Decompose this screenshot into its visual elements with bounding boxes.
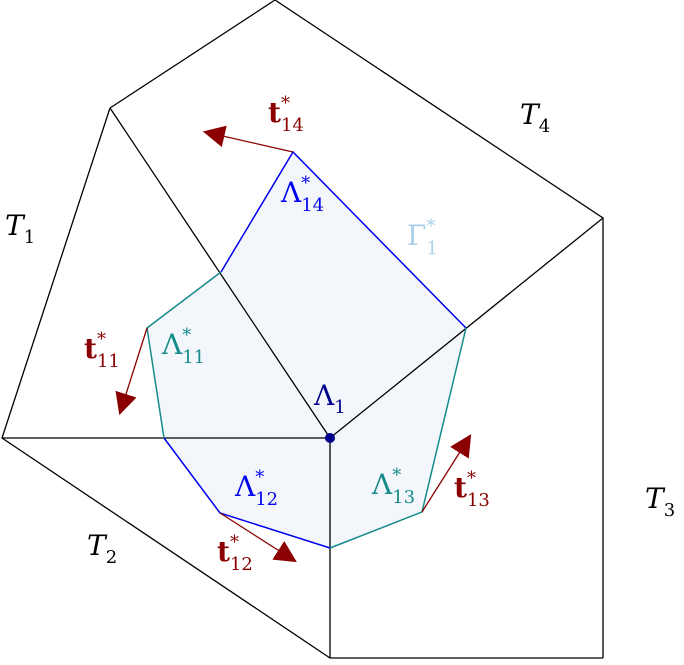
label-T2: T2 [87,529,117,568]
vector-t13-arrow [421,434,472,513]
label-T1: T1 [5,209,35,248]
vector-t14-arrow [202,125,294,153]
label-lambda13: Λ*13 [371,465,415,508]
mesh-edge-t3-t4 [329,217,604,439]
mesh-outer-top-right [109,0,604,658]
label-lambda11: Λ*11 [161,325,205,368]
label-lambda12: Λ*12 [234,467,278,510]
label-t13: t*13 [454,468,490,511]
dual-cell-gamma [147,152,466,548]
primal-mesh [1,0,604,659]
vertex-lambda1 [325,433,335,443]
label-t11: t*11 [84,329,120,372]
label-lambda14: Λ*14 [280,173,324,216]
label-lambda1: Λ1 [313,379,346,418]
label-T4: T4 [520,98,550,137]
label-t12: t*12 [217,532,253,575]
vector-t11-arrow [115,327,148,416]
vector-t12-arrow [219,512,297,563]
mesh-outer-bottom [1,107,603,659]
label-gamma: Γ*1 [407,216,438,259]
normal-vectors [115,125,472,563]
label-t14: t*14 [268,93,304,136]
label-T3: T3 [645,482,675,521]
